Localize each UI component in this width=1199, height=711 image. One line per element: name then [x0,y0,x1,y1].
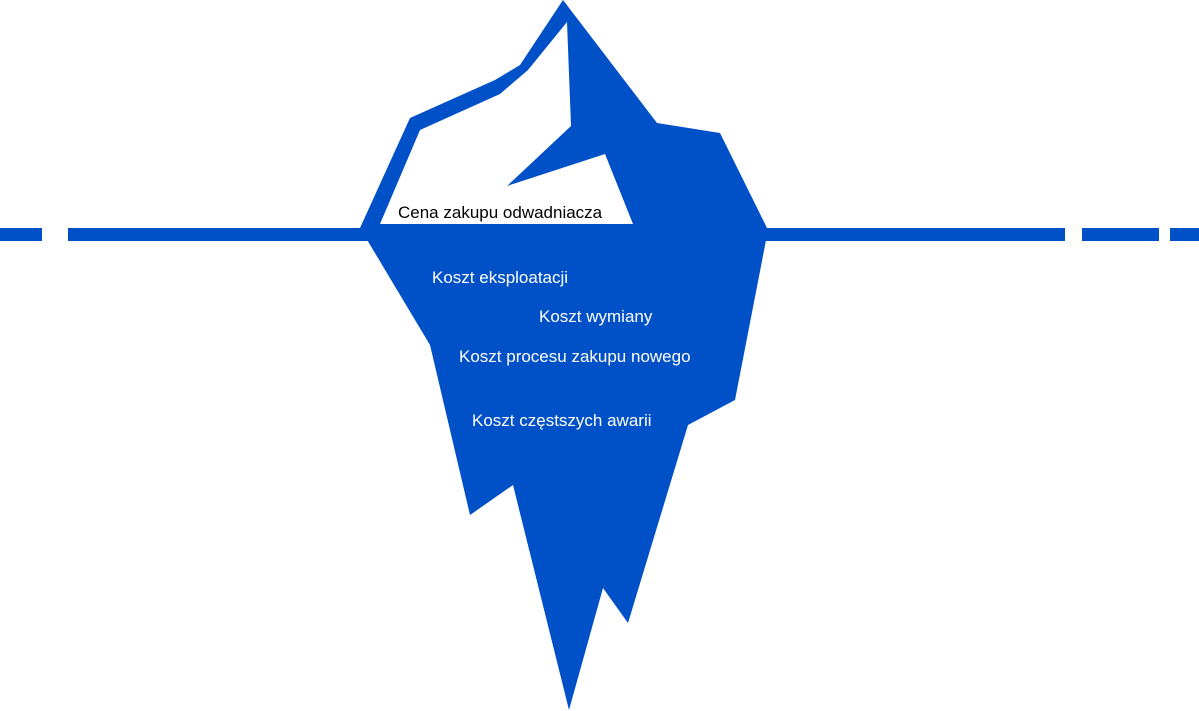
water-line-segment [0,228,42,241]
water-line-segment [68,228,370,241]
iceberg-tip-interior [380,22,633,224]
hidden-cost-label: Koszt eksploatacji [432,268,568,287]
water-line-segment [1082,228,1159,241]
hidden-cost-label: Koszt wymiany [539,307,653,326]
water-line-segment [760,228,1065,241]
hidden-costs: Koszt eksploatacji Koszt wymiany Koszt p… [432,268,691,430]
water-line [0,228,1199,241]
hidden-cost-label: Koszt procesu zakupu nowego [459,347,691,366]
visible-cost-label: Cena zakupu odwadniacza [398,203,603,222]
water-line-segment [1170,228,1199,241]
hidden-cost-label: Koszt częstszych awarii [472,411,652,430]
